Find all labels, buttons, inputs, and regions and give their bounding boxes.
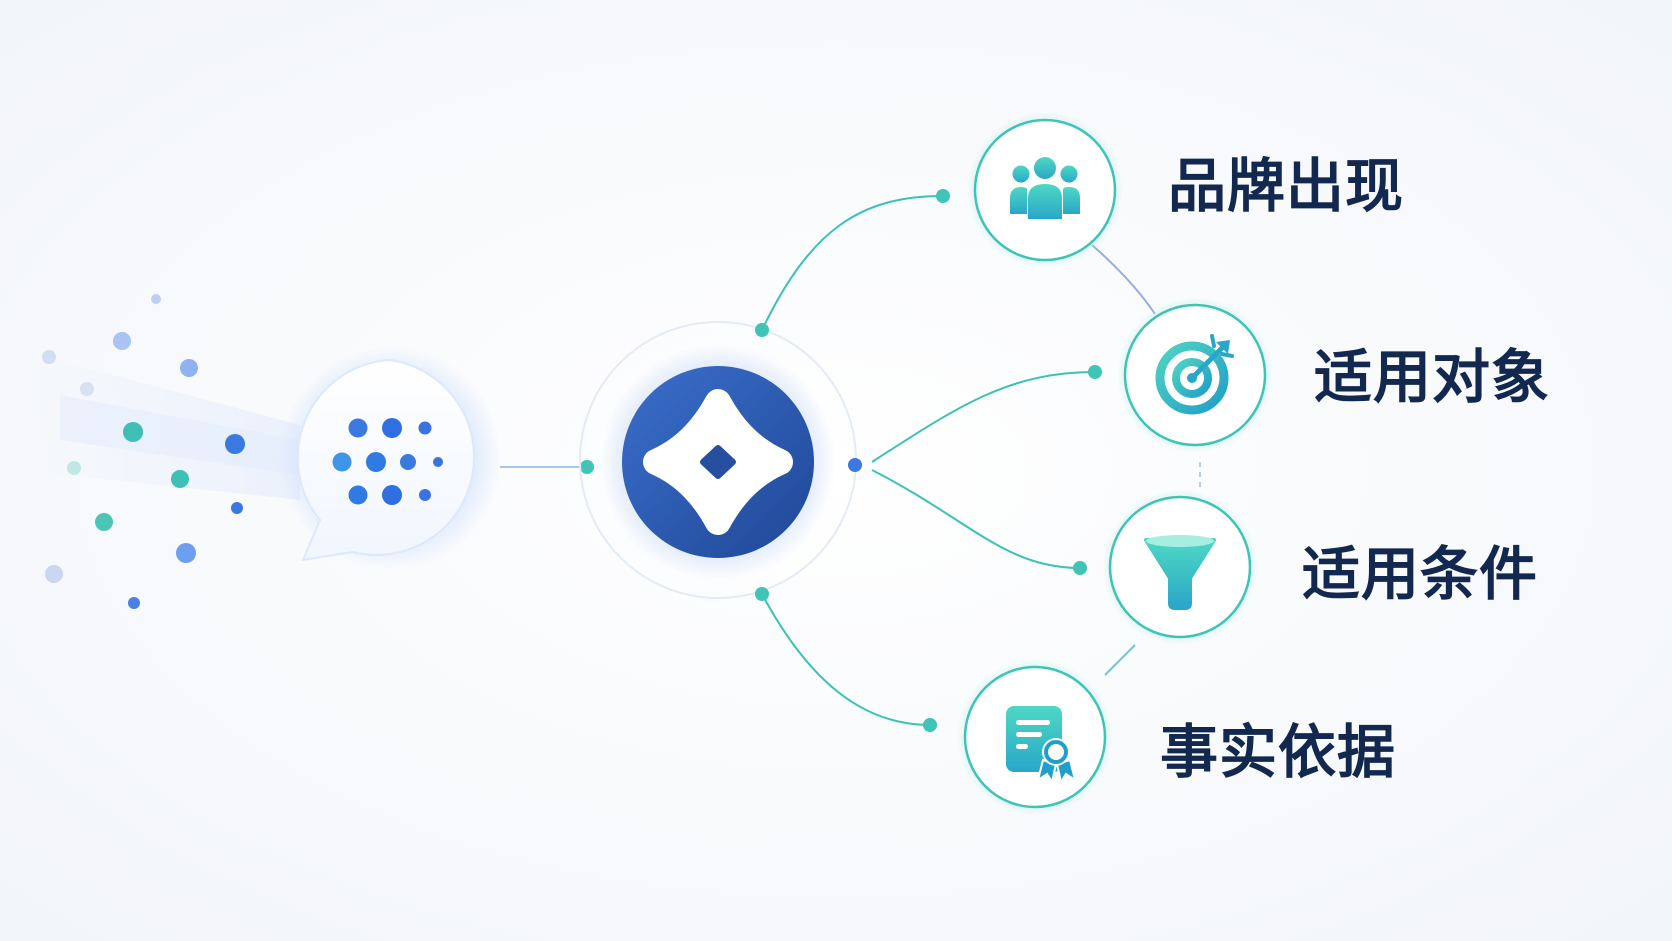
particle-dots	[42, 294, 245, 609]
particle-dot	[45, 565, 63, 583]
particle-dot	[225, 434, 245, 454]
target-label-brand-presence: 品牌出现	[1168, 152, 1405, 220]
node-link-1-2	[1091, 244, 1156, 315]
people-group-icon	[967, 112, 1123, 268]
particle-beam-inner	[60, 395, 300, 475]
particle-dot	[180, 359, 198, 377]
branch-curve-1	[761, 195, 944, 331]
branch-curve-4	[761, 593, 931, 726]
branch-curve-2	[871, 371, 1096, 463]
funnel-icon	[1102, 489, 1258, 645]
target-label-applicable-audience: 适用对象	[1314, 343, 1551, 411]
target-label-applicable-conditions: 适用条件	[1302, 540, 1539, 608]
particle-dot	[67, 461, 81, 475]
particle-dot	[42, 350, 56, 364]
ai-sparkle-logo-icon	[579, 321, 857, 599]
certificate-document-icon	[957, 659, 1113, 815]
particle-dot	[123, 422, 143, 442]
target-arrow-icon	[1117, 297, 1273, 453]
particle-dot	[95, 513, 113, 531]
connector-node-dot	[580, 460, 594, 474]
branch-connectors	[761, 195, 1201, 726]
branch-curve-3	[871, 469, 1081, 569]
particle-dot	[113, 332, 131, 350]
chat-bubble-dots-icon	[278, 346, 502, 570]
target-label-factual-basis: 事实依据	[1160, 718, 1397, 786]
particle-dot	[171, 470, 189, 488]
node-link-3-4	[1104, 644, 1136, 676]
particle-dot	[128, 597, 140, 609]
particle-dot	[80, 382, 94, 396]
particle-dot	[231, 502, 243, 514]
branch-node-dots	[755, 189, 1102, 732]
particle-dot	[176, 543, 196, 563]
particle-dot	[151, 294, 161, 304]
